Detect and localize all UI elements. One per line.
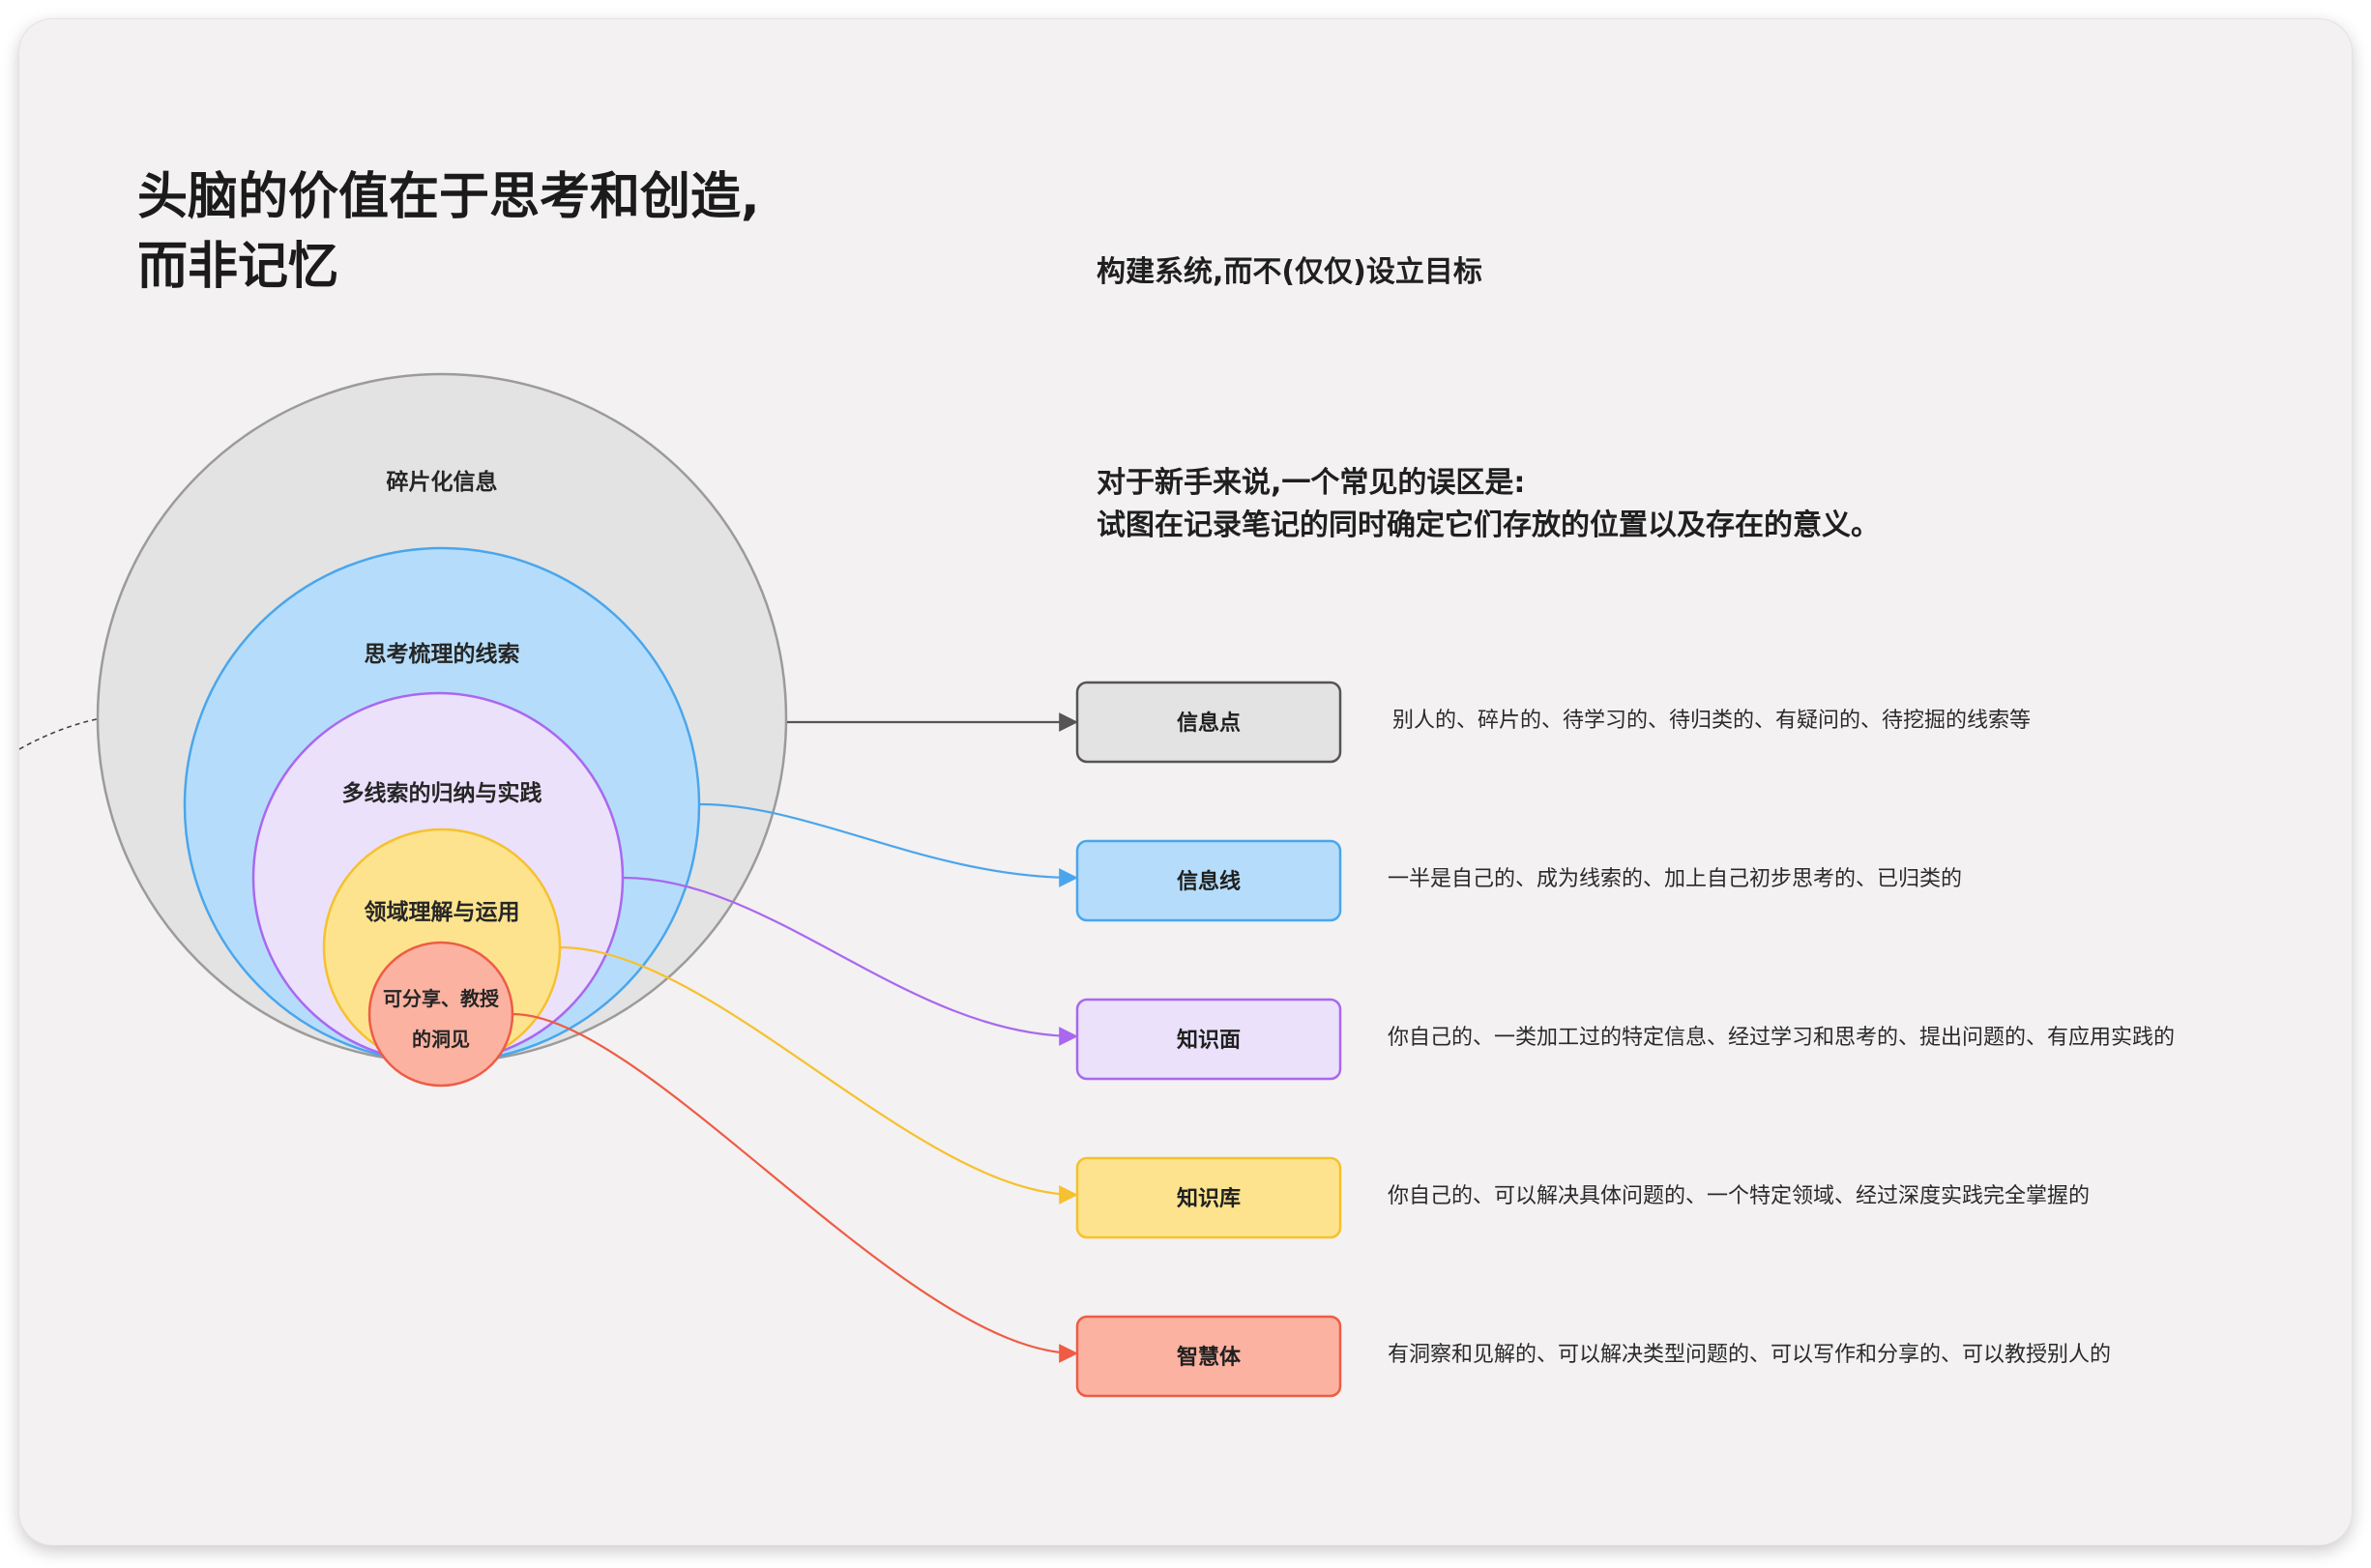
level-label-knowledge-surface: 知识面 [1177, 1028, 1241, 1053]
knowledge-hierarchy-diagram: 碎片化信息 思考梳理的线索 多线索的归纳与实践 领域理解与运用 可分享、教授 的… [19, 372, 1342, 1398]
misconception-line-2: 试图在记录笔记的同时确定它们存放的位置以及存在的意义。 [1097, 508, 1880, 542]
title-line-1: 头脑的价值在于思考和创造, [137, 168, 760, 226]
circle-label-fragmented-info: 碎片化信息 [387, 469, 498, 495]
connector-info-line [699, 802, 1078, 887]
level-label-knowledge-base: 知识库 [1177, 1186, 1241, 1211]
circle-shareable-insight [367, 941, 514, 1088]
level-box-wisdom-body[interactable] [1075, 1315, 1342, 1398]
connector-wisdom-body [512, 1012, 1078, 1363]
level-box-knowledge-base[interactable] [1075, 1156, 1342, 1239]
misconception-note: 对于新手来说,一个常见的误区是: 试图在记录笔记的同时确定它们存放的位置以及存在… [1097, 462, 1880, 547]
level-desc-wisdom-body: 有洞察和见解的、可以解决类型问题的、可以写作和分享的、可以教授别人的 [1388, 1343, 2112, 1367]
system-heading: 构建系统,而不(仅仅)设立目标 [1097, 255, 1482, 289]
circle-label-thinking-clues: 思考梳理的线索 [365, 641, 520, 667]
diagram-canvas: 头脑的价值在于思考和创造, 而非记忆 构建系统,而不(仅仅)设立目标 对于新手来… [19, 19, 2352, 1545]
level-box-knowledge-surface[interactable] [1075, 998, 1342, 1081]
level-label-wisdom-body: 智慧体 [1177, 1345, 1242, 1370]
level-box-info-line[interactable] [1075, 839, 1342, 922]
connector-knowledge-surface [623, 876, 1078, 1046]
level-box-info-point[interactable] [1075, 681, 1342, 764]
level-desc-info-point: 别人的、碎片的、待学习的、待归类的、有疑问的、待挖掘的线索等 [1392, 709, 2032, 733]
misconception-line-1: 对于新手来说,一个常见的误区是: [1097, 466, 1526, 500]
circle-label-domain-understanding: 领域理解与运用 [365, 899, 520, 925]
level-desc-knowledge-base: 你自己的、可以解决具体问题的、一个特定领域、经过深度实践完全掌握的 [1388, 1184, 2091, 1208]
circle-label-multi-clue-practice: 多线索的归纳与实践 [342, 780, 542, 806]
circle-label-shareable-insight-1: 可分享、教授 [383, 987, 500, 1010]
level-label-info-point: 信息点 [1177, 711, 1241, 736]
page-title: 头脑的价值在于思考和创造, 而非记忆 [137, 162, 760, 302]
connector-knowledge-base [559, 945, 1078, 1205]
incoming-dashed-connector [19, 718, 98, 750]
level-label-info-line: 信息线 [1177, 869, 1241, 894]
level-desc-info-line: 一半是自己的、成为线索的、加上自己初步思考的、已归类的 [1388, 867, 1963, 891]
level-desc-knowledge-surface: 你自己的、一类加工过的特定信息、经过学习和思考的、提出问题的、有应用实践的 [1388, 1026, 2176, 1050]
circle-label-shareable-insight-2: 的洞见 [412, 1028, 470, 1051]
title-line-2: 而非记忆 [137, 238, 339, 296]
